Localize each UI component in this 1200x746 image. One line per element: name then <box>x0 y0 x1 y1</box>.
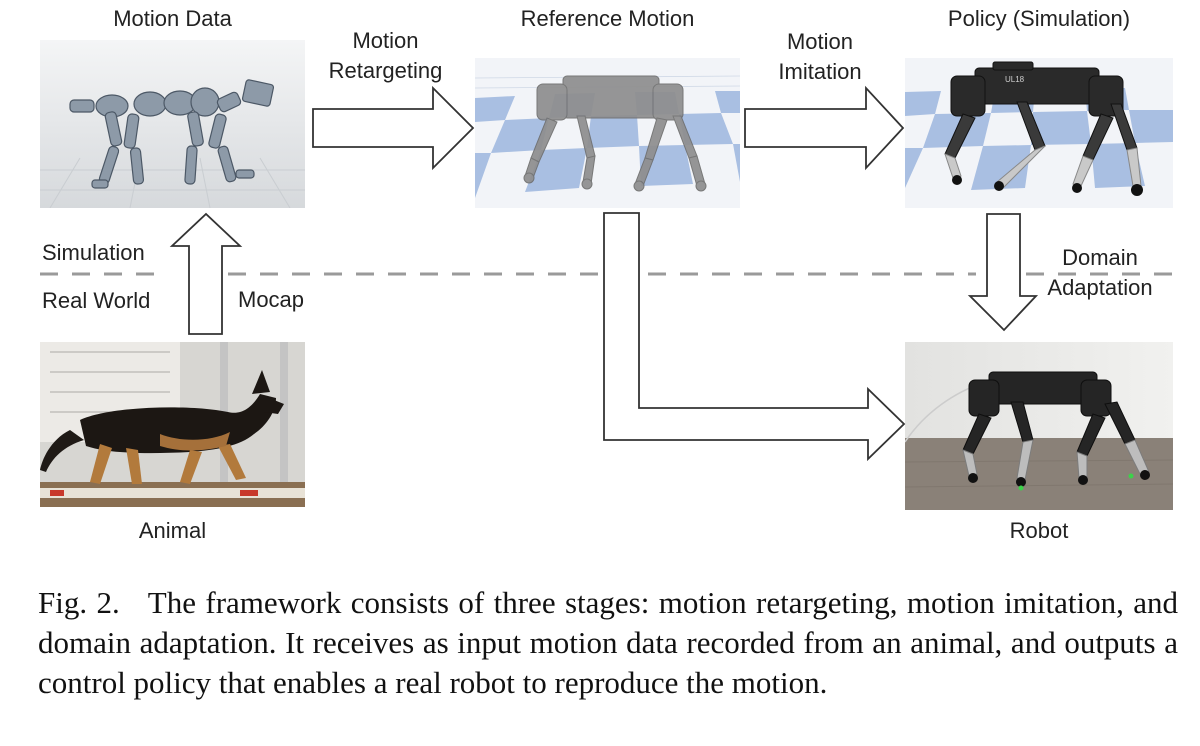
simulation-label: Simulation <box>42 240 145 265</box>
domain-adaptation-arrow <box>967 213 1039 332</box>
domain-adaptation-line-1: Domain <box>1062 245 1138 270</box>
motion-data-panel <box>40 40 305 208</box>
dog-silhouette <box>40 370 284 484</box>
caption-text: The framework consists of three stages: … <box>38 585 1178 700</box>
reference-motion-panel <box>475 58 740 208</box>
robot-label: Robot <box>1009 518 1069 543</box>
motion-retargeting-arrow <box>312 85 475 171</box>
reference-robot-image <box>475 58 740 208</box>
reference-to-robot-arrow <box>603 212 906 462</box>
domain-adaptation-line-2: Adaptation <box>1047 275 1153 300</box>
motion-skeleton-image <box>40 40 305 208</box>
domain-adaptation-label: Domain Adaptation <box>1038 243 1162 303</box>
policy-simulation-label: Policy (Simulation) <box>947 6 1131 31</box>
motion-imitation-line-1: Motion <box>786 29 854 54</box>
mocap-arrow <box>169 212 243 335</box>
motion-retargeting-line-1: Motion <box>352 28 419 53</box>
animal-panel <box>40 342 305 507</box>
figure-caption: Fig. 2.The framework consists of three s… <box>38 583 1178 703</box>
simulated-robot-image: UL18 <box>905 58 1173 208</box>
real-robot-image <box>905 342 1173 510</box>
policy-simulation-panel: UL18 <box>905 58 1173 208</box>
motion-imitation-arrow <box>744 85 905 171</box>
motion-imitation-label: Motion Imitation <box>760 27 880 87</box>
motion-data-label: Motion Data <box>113 6 232 31</box>
mocap-label: Mocap <box>238 287 305 312</box>
dog-treadmill-image <box>40 342 305 507</box>
real-world-label: Real World <box>42 288 151 313</box>
animal-label: Animal <box>138 518 207 543</box>
motion-retargeting-label: Motion Retargeting <box>318 26 453 86</box>
figure-number: Fig. 2. <box>38 585 120 620</box>
robot-panel <box>905 342 1173 510</box>
body-lettering: UL18 <box>1005 75 1025 84</box>
motion-retargeting-line-2: Retargeting <box>328 58 443 83</box>
reference-motion-label: Reference Motion <box>520 6 695 31</box>
motion-imitation-line-2: Imitation <box>778 59 862 84</box>
